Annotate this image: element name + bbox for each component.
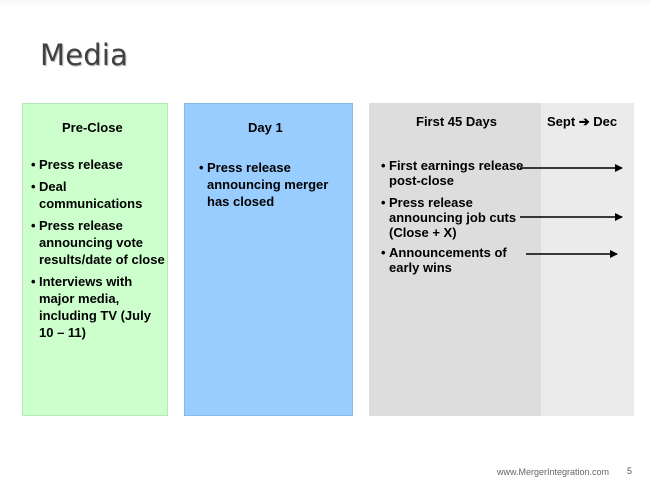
- bullet-dot-icon: •: [31, 274, 36, 289]
- column-preclose: [22, 103, 168, 416]
- bullet-dot-icon: •: [381, 158, 386, 173]
- timeline-item-first-earnings: •First earnings release post-close: [381, 158, 529, 188]
- page-number: 5: [627, 466, 633, 476]
- timeline-item-job-cuts: •Press release announcing job cuts (Clos…: [381, 195, 519, 240]
- heading-day1: Day 1: [248, 120, 283, 135]
- timeline-item-early-wins: •Announcements of early wins: [381, 245, 534, 275]
- bullet-text: Press release: [39, 157, 123, 172]
- bullet-text: Press release announcing job cuts (Close…: [389, 195, 517, 240]
- column-day1: [184, 103, 353, 416]
- bullet-dot-icon: •: [381, 245, 386, 260]
- heading-first-45-days: First 45 Days: [416, 114, 497, 129]
- bullet-dot-icon: •: [31, 179, 36, 194]
- column-first-45-days: [369, 103, 541, 416]
- heading-sept-dec: Sept ➔ Dec: [547, 114, 618, 129]
- bullet-text: Interviews with major media, including T…: [39, 274, 151, 340]
- column-sept-dec: [541, 103, 634, 416]
- list-item: •Interviews with major media, including …: [31, 273, 167, 341]
- bullet-text: First earnings release post-close: [389, 158, 524, 188]
- bullet-dot-icon: •: [199, 160, 204, 175]
- preclose-bullet-list: •Press release •Deal communications •Pre…: [31, 156, 167, 346]
- bullet-dot-icon: •: [31, 218, 36, 233]
- bullet-text: Announcements of early wins: [389, 245, 507, 275]
- footer-url: www.MergerIntegration.com: [497, 467, 610, 477]
- list-item: •Deal communications: [31, 178, 167, 212]
- bullet-dot-icon: •: [381, 195, 386, 210]
- bullet-text: Deal communications: [39, 179, 143, 211]
- list-item: •Press release announcing vote results/d…: [31, 217, 167, 268]
- day1-bullet-list: •Press release announcing merger has clo…: [199, 159, 351, 215]
- list-item: •Press release announcing merger has clo…: [199, 159, 351, 210]
- bullet-dot-icon: •: [31, 157, 36, 172]
- heading-preclose: Pre-Close: [62, 120, 123, 135]
- bullet-text: Press release announcing merger has clos…: [207, 160, 329, 209]
- page-title: Media: [40, 38, 129, 72]
- bullet-text: Press release announcing vote results/da…: [39, 218, 165, 267]
- list-item: •Press release: [31, 156, 167, 173]
